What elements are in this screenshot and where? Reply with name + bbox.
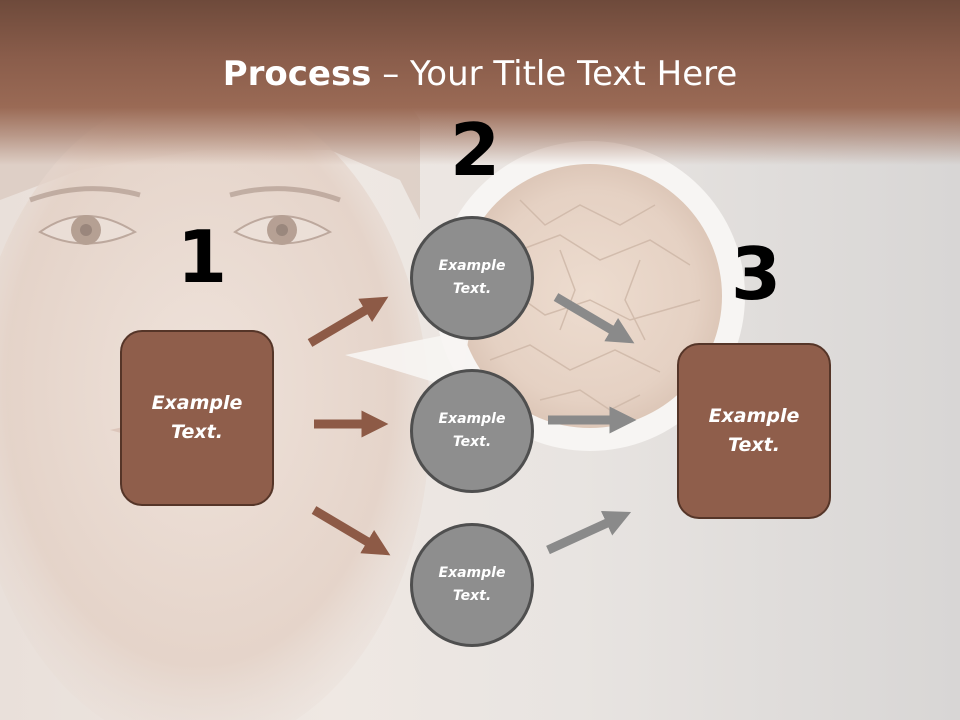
step-2-circle-top: Example Text.	[410, 216, 534, 340]
speech-pointer	[345, 330, 470, 390]
step-2-circle-top-text: Example Text.	[438, 258, 506, 297]
step-2-circle-bottom-text: Example Text.	[438, 565, 506, 604]
step-2-circle-middle-text: Example Text.	[438, 411, 506, 450]
right-eye	[229, 186, 341, 245]
slide-title: Process – Your Title Text Here	[0, 52, 960, 96]
step-number-2: 2	[450, 108, 501, 192]
step-number-3: 3	[731, 232, 782, 316]
arrow-1-to-2-bottom	[311, 506, 391, 556]
step-3-text: Example Text.	[708, 405, 800, 456]
title-band	[0, 0, 960, 165]
arrow-1-to-2-top	[307, 296, 389, 347]
step-number-1: 1	[177, 215, 228, 299]
step-2-circle-bottom: Example Text.	[410, 523, 534, 647]
title-bold: Process	[222, 54, 372, 94]
powder-compact	[458, 164, 722, 428]
title-rest: – Your Title Text Here	[371, 54, 738, 94]
step-1-box: Example Text.	[120, 330, 274, 506]
step-1-text: Example Text.	[151, 392, 243, 443]
arrow-2-bottom-to-3	[546, 510, 632, 555]
step-2-circle-middle: Example Text.	[410, 369, 534, 493]
left-eye	[29, 186, 141, 245]
step-3-box: Example Text.	[677, 343, 831, 519]
arrow-2-top-to-3	[553, 293, 635, 344]
